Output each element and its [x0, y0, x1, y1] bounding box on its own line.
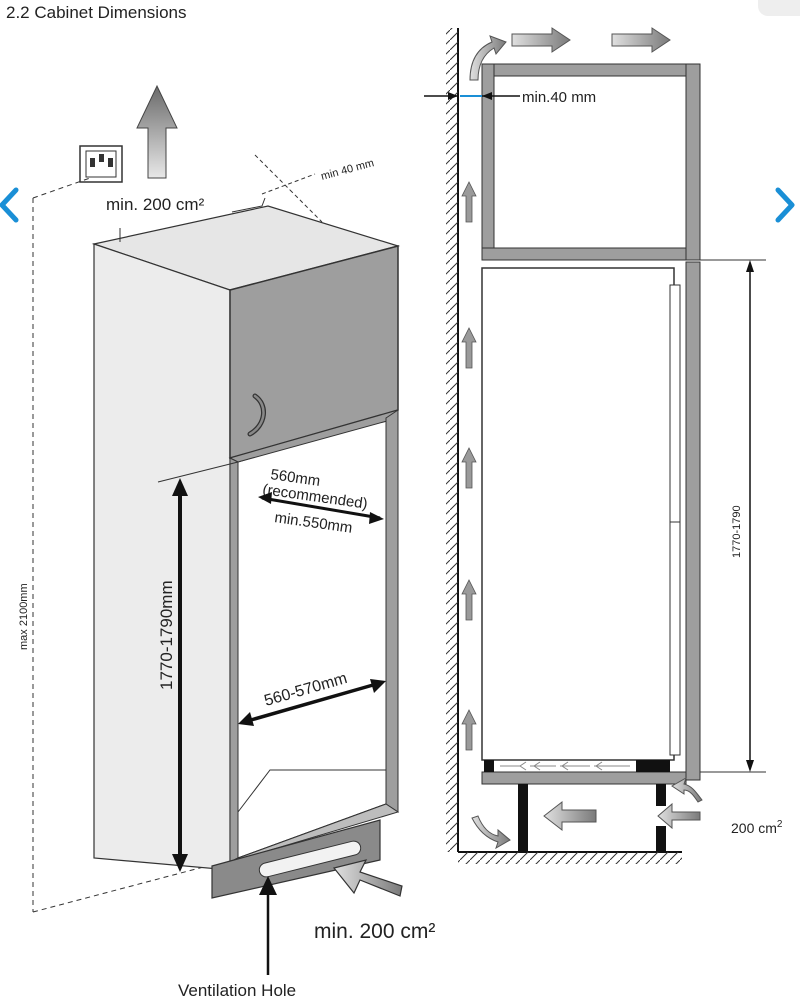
- socket-icon: [79, 145, 123, 183]
- max-height-dimension: max 2100mm: [18, 177, 231, 913]
- bottom-vent-area-label: min. 200 cm²: [314, 920, 435, 943]
- side-gap-label: min.40 mm: [522, 89, 596, 106]
- tall-cabinet: [91, 197, 401, 899]
- ventilation-pointer: [259, 876, 277, 975]
- base-flow-arrows: [500, 761, 630, 771]
- wall-airflow-arrows: [461, 181, 477, 751]
- airflow-up-arrow: [136, 84, 178, 179]
- ventilation-hole-label: Ventilation Hole: [178, 981, 296, 998]
- side-gap-dimension: min.40 mm: [424, 89, 596, 106]
- side-height-label: 1770-1790: [731, 505, 743, 558]
- intake-arrow: [332, 859, 403, 897]
- niche-height-label: 1770-1790mm: [157, 580, 176, 690]
- max-height-label: max 2100mm: [18, 583, 30, 650]
- side-airflow-arrows: [469, 27, 703, 850]
- guide-line: [157, 461, 239, 483]
- top-vent-area-label: min. 200 cm²: [106, 195, 205, 214]
- wall: [446, 28, 682, 864]
- base-plinth: [481, 760, 687, 852]
- chevron-left-icon[interactable]: [0, 180, 26, 230]
- corner-tab[interactable]: [758, 0, 800, 16]
- side-vent-area-label: 200 cm2: [731, 819, 783, 836]
- page-title: 2.2 Cabinet Dimensions: [6, 3, 187, 22]
- chevron-right-icon[interactable]: [768, 180, 798, 230]
- side-height-dimension: 1770-1790: [700, 259, 766, 773]
- niche-height-dimension: 1770-1790mm: [157, 478, 188, 872]
- upper-cabinet-section: [481, 63, 701, 261]
- top-gap-label: min 40 mm: [320, 157, 376, 183]
- fridge-side-view: [481, 267, 681, 761]
- door-panel: [685, 261, 701, 781]
- depth-label: 560mm: [269, 466, 321, 490]
